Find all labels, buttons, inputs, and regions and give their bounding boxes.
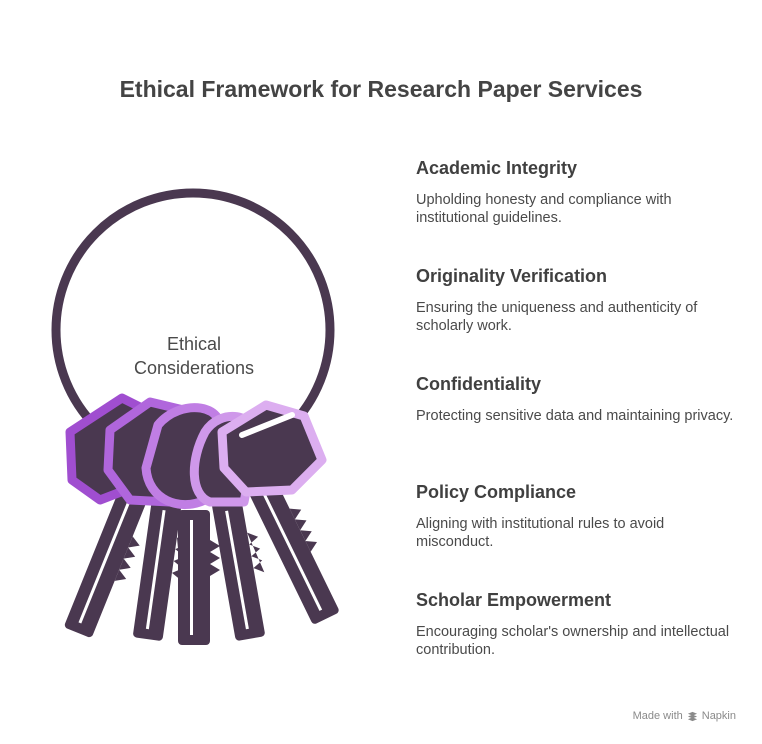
napkin-logo-icon xyxy=(687,711,697,721)
center-label: Ethical Considerations xyxy=(104,332,284,380)
consideration-heading: Academic Integrity xyxy=(416,158,578,178)
consideration-academic-integrity: Academic Integrity Upholding honesty and… xyxy=(416,158,736,227)
key-1 xyxy=(64,489,147,638)
consideration-description: Aligning with institutional rules to avo… xyxy=(416,516,665,550)
consideration-originality-verification: Originality Verification Ensuring the un… xyxy=(416,266,736,335)
consideration-heading: Confidentiality xyxy=(416,374,541,394)
consideration-description: Encouraging scholar's ownership and inte… xyxy=(416,624,730,658)
key-3 xyxy=(178,510,220,645)
consideration-description: Upholding honesty and compliance with in… xyxy=(416,192,672,226)
napkin-brand: Napkin xyxy=(701,710,736,722)
consideration-policy-compliance: Policy Compliance Aligning with institut… xyxy=(416,482,736,551)
keyring-illustration xyxy=(51,188,339,645)
consideration-description: Protecting sensitive data and maintainin… xyxy=(416,408,734,424)
footer-credit: Made with Napkin xyxy=(633,710,736,722)
center-label-line-1: Ethical xyxy=(166,334,222,354)
consideration-heading: Originality Verification xyxy=(416,266,608,286)
page-title: Ethical Framework for Research Paper Ser… xyxy=(119,76,643,102)
consideration-description: Ensuring the uniqueness and authenticity… xyxy=(416,300,698,334)
consideration-confidentiality: Confidentiality Protecting sensitive dat… xyxy=(416,374,736,425)
made-with-label: Made with xyxy=(632,710,683,722)
key-4 xyxy=(212,498,265,641)
center-label-line-2: Considerations xyxy=(133,358,255,378)
consideration-heading: Scholar Empowerment xyxy=(416,590,612,610)
consideration-heading: Policy Compliance xyxy=(416,482,577,502)
key-5 xyxy=(248,478,339,624)
key-head-5 xyxy=(217,400,327,497)
consideration-scholar-empowerment: Scholar Empowerment Encouraging scholar'… xyxy=(416,590,736,659)
